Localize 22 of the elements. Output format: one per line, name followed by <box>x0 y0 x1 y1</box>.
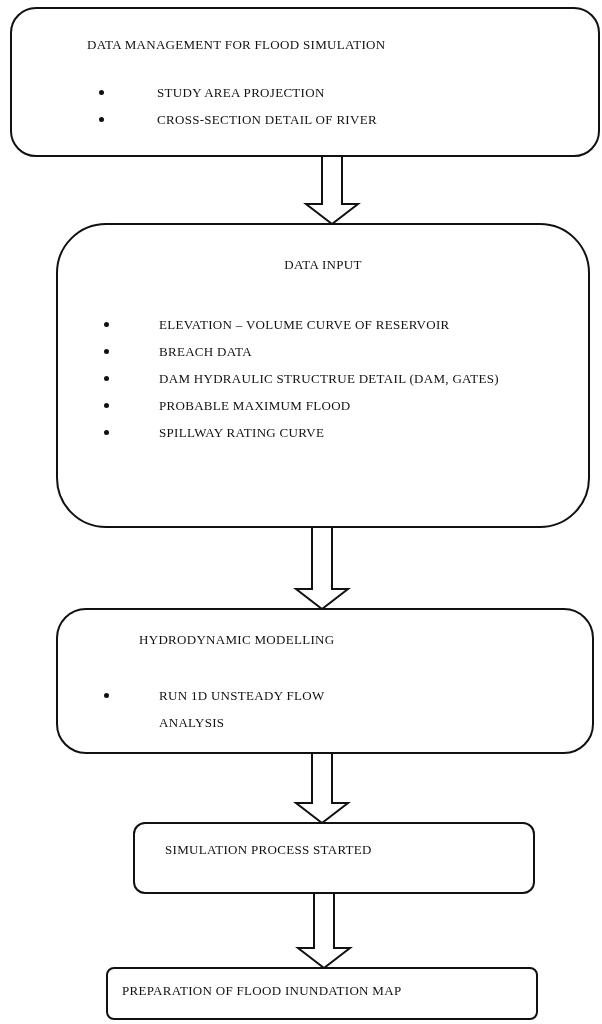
process-box <box>133 822 535 894</box>
process-box <box>56 608 594 754</box>
process-box <box>10 7 600 157</box>
block-arrow <box>303 155 361 226</box>
bullet-item: PROBABLE MAXIMUM FLOOD <box>159 397 352 415</box>
box-heading: HYDRODYNAMIC MODELLING <box>139 632 335 648</box>
block-arrow <box>295 892 353 970</box>
box-heading: DATA INPUT <box>283 257 363 273</box>
bullet-item: RUN 1D UNSTEADY FLOW ANALYSIS <box>159 687 326 732</box>
box-heading: SIMULATION PROCESS STARTED <box>165 842 372 858</box>
block-arrow <box>293 526 351 611</box>
bullet-item: BREACH DATA <box>159 343 253 361</box>
bullet-item: DAM HYDRAULIC STRUCTRUE DETAIL (DAM, GATES) <box>159 370 499 388</box>
process-box <box>56 223 590 528</box>
bullet-item: CROSS-SECTION DETAIL OF RIVER <box>157 111 378 129</box>
bullet-item: STUDY AREA PROJECTION <box>157 84 326 102</box>
box-heading: DATA MANAGEMENT FOR FLOOD SIMULATION <box>87 37 386 53</box>
box-heading: PREPARATION OF FLOOD INUNDATION MAP <box>122 983 402 999</box>
bullet-item: SPILLWAY RATING CURVE <box>159 424 326 442</box>
bullet-item: ELEVATION – VOLUME CURVE OF RESERVOIR <box>159 316 451 334</box>
block-arrow <box>293 752 351 825</box>
process-box <box>106 967 538 1020</box>
